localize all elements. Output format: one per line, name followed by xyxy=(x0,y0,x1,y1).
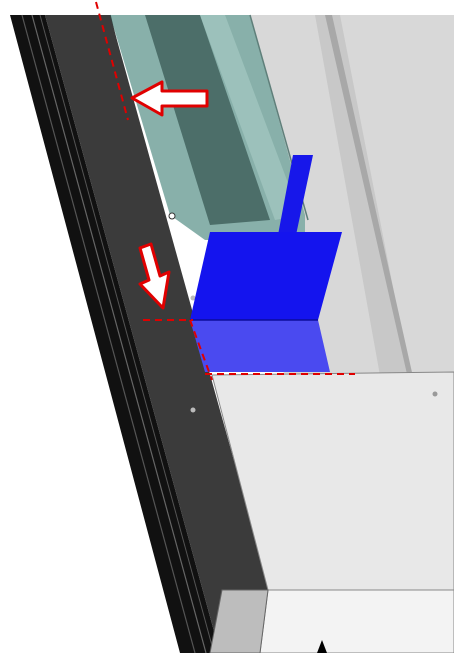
arrow-left-icon xyxy=(130,80,209,117)
arrow-down-icon xyxy=(138,242,171,310)
panel-bottom-face xyxy=(259,589,454,653)
guide-line-top xyxy=(95,1,129,121)
profile-black-outer xyxy=(10,15,220,653)
screw-hole xyxy=(168,212,176,220)
bracket-vertical-plate xyxy=(190,232,342,320)
triangle-marker-icon xyxy=(317,640,327,653)
profile-screw-hole xyxy=(190,295,196,301)
profile-groove-2 xyxy=(31,14,207,653)
glass-channel-inner-light xyxy=(200,15,300,220)
bracket-base xyxy=(190,320,330,372)
panel-end-cap xyxy=(209,589,269,653)
bracket-handle xyxy=(278,155,313,235)
panel-front xyxy=(211,371,454,591)
profile-dark-face xyxy=(45,15,270,653)
profile-screw-hole-2 xyxy=(190,407,196,413)
glass-channel-inner xyxy=(145,15,270,225)
profile-groove-1 xyxy=(21,14,196,653)
guide-line-diagonal-mid xyxy=(189,319,213,381)
panel-screw-hole xyxy=(432,391,438,397)
profile-groove-3 xyxy=(39,14,215,653)
